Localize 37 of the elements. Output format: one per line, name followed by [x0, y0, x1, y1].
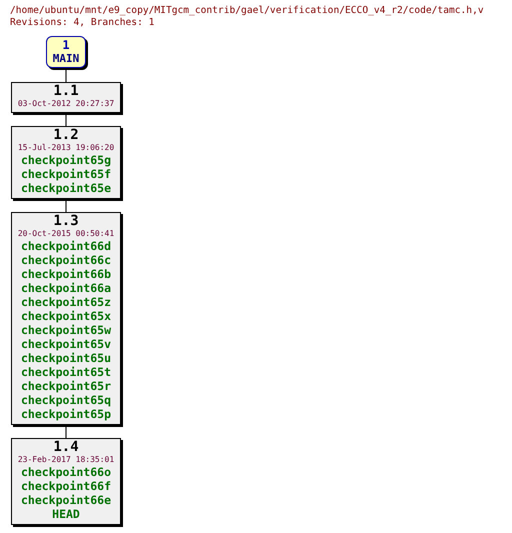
tag-label: checkpoint66c [20, 253, 112, 267]
revision-box [11, 438, 121, 525]
branch-box [46, 36, 86, 68]
revision-number: 1.3 [52, 214, 80, 229]
tag-label: checkpoint66o [20, 465, 112, 479]
revision-number: 1.1 [52, 84, 80, 99]
revision-box [11, 82, 121, 113]
tag-label: HEAD [51, 507, 81, 521]
tag-label: checkpoint65e [20, 181, 112, 195]
tag-label: checkpoint66d [20, 239, 112, 253]
revision-number: 1.4 [52, 440, 80, 455]
tag-label: checkpoint65t [20, 365, 112, 379]
tag-label: checkpoint65p [20, 407, 112, 421]
tag-label: checkpoint66f [20, 479, 112, 493]
tag-label: checkpoint65f [20, 167, 112, 181]
file-path-title: /home/ubuntu/mnt/e9_copy/MITgcm_contrib/gael/verification/ECCO_v4_r2/code/tamc.h,v [10, 5, 484, 17]
revision-date: 15-Jul-2013 19:06:20 [16, 143, 116, 153]
tag-label: checkpoint65g [20, 153, 112, 167]
tag-label: checkpoint65q [20, 393, 112, 407]
branch-number: 1 [61, 39, 71, 52]
revision-summary: Revisions: 4, Branches: 1 [10, 17, 154, 29]
revision-date: 03-Oct-2012 20:27:37 [16, 99, 116, 109]
tag-label: checkpoint65u [20, 351, 112, 365]
revision-box [11, 126, 121, 199]
revision-box [11, 212, 121, 425]
tag-label: checkpoint65x [20, 309, 112, 323]
branch-name: MAIN [52, 52, 80, 65]
tag-label: checkpoint65v [20, 337, 112, 351]
revision-date: 20-Oct-2015 00:50:41 [16, 229, 116, 239]
revision-number: 1.2 [52, 128, 80, 143]
revision-date: 23-Feb-2017 18:35:01 [16, 455, 116, 465]
tag-label: checkpoint65r [20, 379, 112, 393]
tag-label: checkpoint66b [20, 267, 112, 281]
tag-label: checkpoint65z [20, 295, 112, 309]
tag-label: checkpoint66a [20, 281, 112, 295]
tag-label: checkpoint65w [20, 323, 112, 337]
tag-label: checkpoint66e [20, 493, 112, 507]
